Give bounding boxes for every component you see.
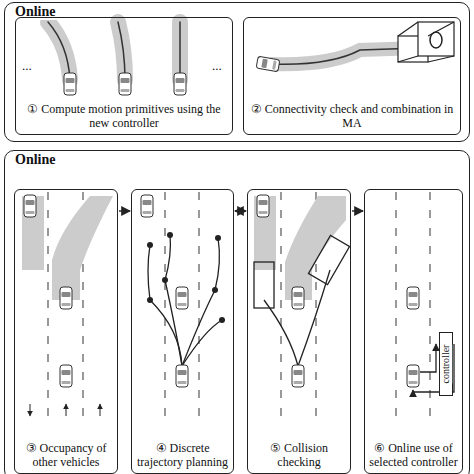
section-heading: Online xyxy=(13,152,57,168)
step-panel: ⑤ Collision checking xyxy=(247,189,351,474)
ellipsis-label: ... xyxy=(212,58,222,74)
step-caption: ③ Occupancy of other vehicles xyxy=(19,442,113,470)
flow-arrow xyxy=(119,210,130,211)
flow-arrow xyxy=(235,210,246,211)
controller-label: controller xyxy=(440,345,452,384)
step-panel: ② Connectivity check and combination in … xyxy=(243,17,461,135)
step-caption: ⑥ Online use of selected controller xyxy=(369,442,458,470)
flow-arrow xyxy=(352,210,363,211)
step-panel: ④ Discrete trajectory planning xyxy=(131,189,234,474)
step-panel: ③ Occupancy of other vehicles xyxy=(14,189,118,474)
step-caption: ① Compute motion primitives using the ne… xyxy=(20,103,228,131)
section-box: Online ③ Occupancy of other vehicles ④ Dis… xyxy=(4,150,470,474)
section-box: Online① Compute motion primitives using … xyxy=(4,2,470,142)
controller-box: controller xyxy=(439,332,453,396)
step-panel: ⑥ Online use of selected controller contr… xyxy=(364,189,463,474)
step-caption: ② Connectivity check and combination in … xyxy=(248,103,456,131)
step-panel: ① Compute motion primitives using the ne… xyxy=(15,17,233,135)
step-caption: ⑤ Collision checking xyxy=(252,442,346,470)
ellipsis-label: ... xyxy=(22,58,32,74)
step-caption: ④ Discrete trajectory planning xyxy=(136,442,229,470)
